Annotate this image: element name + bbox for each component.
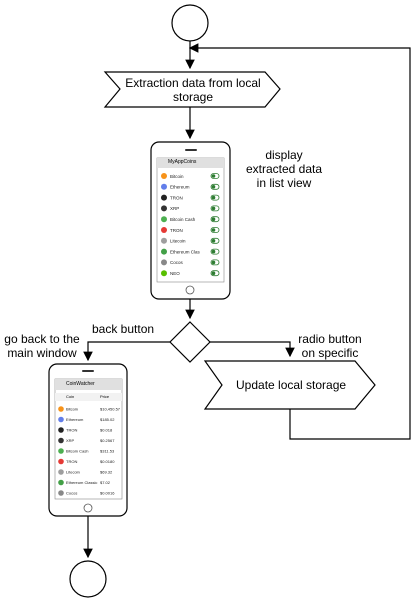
phone2-coin-price: $69.32	[100, 470, 113, 475]
edge-decision-radio	[210, 341, 295, 358]
update-step-label: Update local storage	[236, 378, 346, 392]
phone1-toggle-knob	[211, 206, 216, 211]
phone1-coin-name: Litecoin	[170, 239, 186, 244]
phone2-coin-icon	[58, 490, 64, 496]
phone1-coin-name: TRON	[170, 195, 183, 200]
phone1-coin-icon	[161, 248, 167, 255]
phone2-col-price: Price	[100, 394, 110, 399]
phone2-coin-name: Cocos	[66, 491, 77, 496]
phone2-coin-price: $10,450.57	[100, 407, 121, 412]
display-annotation: display extracted data in list view	[245, 148, 323, 190]
extract-step-label: Extraction data from local storage	[125, 76, 261, 104]
start-node	[171, 4, 209, 42]
phone2-coin-price: $0.018	[100, 428, 113, 433]
phone2-coin-icon	[58, 469, 64, 475]
decision-node	[169, 321, 211, 363]
extract-step-shape	[103, 71, 281, 108]
phone2-coin-price: $0.0180	[100, 459, 115, 464]
edge-update-loop	[188, 43, 411, 440]
phone1-coin-icon	[161, 183, 167, 190]
phone1-coin-icon	[161, 227, 167, 233]
phone1-toggle-knob	[211, 271, 216, 276]
phone-mockup-main	[48, 363, 128, 517]
phone1-coin-name: XRP	[170, 206, 179, 211]
phone1-coin-name: Bitcoin	[170, 174, 184, 179]
phone2-coin-icon	[58, 416, 64, 423]
go-back-annotation: go back to the main window	[4, 332, 80, 360]
phone2-coin-icon	[58, 406, 64, 412]
phone1-toggle-knob	[211, 228, 216, 232]
phone2-coin-name: Bitcoin Cash	[66, 449, 88, 454]
phone2-coin-price: $7.02	[100, 480, 111, 485]
phone2-coin-price: $185.02	[100, 417, 115, 422]
end-node	[69, 560, 107, 598]
phone1-coin-name: TRON	[170, 228, 183, 233]
phone1-coin-icon	[161, 205, 167, 212]
edge-decision-back	[83, 341, 170, 362]
phone1-coin-icon	[161, 259, 167, 266]
phone2-coin-name: TRON	[66, 459, 77, 464]
phone2-coin-name: Litecoin	[66, 470, 80, 475]
phone2-coin-icon	[58, 437, 64, 444]
phone1-coin-name: Ethereum	[170, 185, 190, 190]
phone2-coin-price: $0.2567	[100, 438, 115, 443]
phone1-coin-icon	[161, 237, 167, 244]
phone2-app-title: CoinWatcher	[66, 381, 95, 387]
phone2-coin-price: $0.0016	[100, 491, 115, 496]
back-button-label: back button	[92, 322, 155, 336]
phone2-coin-icon	[58, 458, 64, 465]
phone2-coin-name: XRP	[66, 438, 75, 443]
phone2-coin-name: Ethereum	[66, 417, 84, 422]
phone1-coin-icon	[161, 270, 167, 277]
phone1-toggle-knob	[211, 239, 216, 243]
phone2-coin-icon	[58, 479, 64, 486]
phone2-coin-name: Bitcoin	[66, 407, 78, 412]
update-step-shape	[203, 360, 376, 410]
phone2-coin-icon	[58, 427, 64, 433]
phone1-coin-name: NEO	[170, 271, 180, 276]
phone1-toggle-knob	[211, 260, 216, 265]
phone1-toggle-knob	[211, 249, 216, 254]
radio-button-label: radio button on specific	[298, 332, 362, 360]
phone2-coin-name: TRON	[66, 428, 77, 433]
phone1-coin-icon	[161, 194, 167, 201]
phone1-coin-name: Ethereum Clas	[170, 249, 201, 254]
phone1-coin-icon	[161, 216, 167, 223]
phone1-coin-name: Cocos	[170, 260, 184, 265]
phone1-app-title: MyAppCoins	[168, 159, 197, 165]
phone1-toggle-knob	[211, 217, 216, 221]
phone1-coin-name: Bitcoin Cash	[170, 217, 196, 222]
phone1-toggle-knob	[211, 185, 216, 189]
phone1-toggle-knob	[211, 174, 216, 178]
phone2-coin-name: Ethereum Classic	[66, 480, 97, 485]
phone1-coin-icon	[161, 173, 167, 179]
phone2-coin-price: $311.53	[100, 449, 115, 454]
phone2-col-coin: Coin	[66, 394, 75, 399]
phone1-toggle-knob	[211, 195, 216, 200]
phone2-coin-icon	[58, 448, 64, 454]
